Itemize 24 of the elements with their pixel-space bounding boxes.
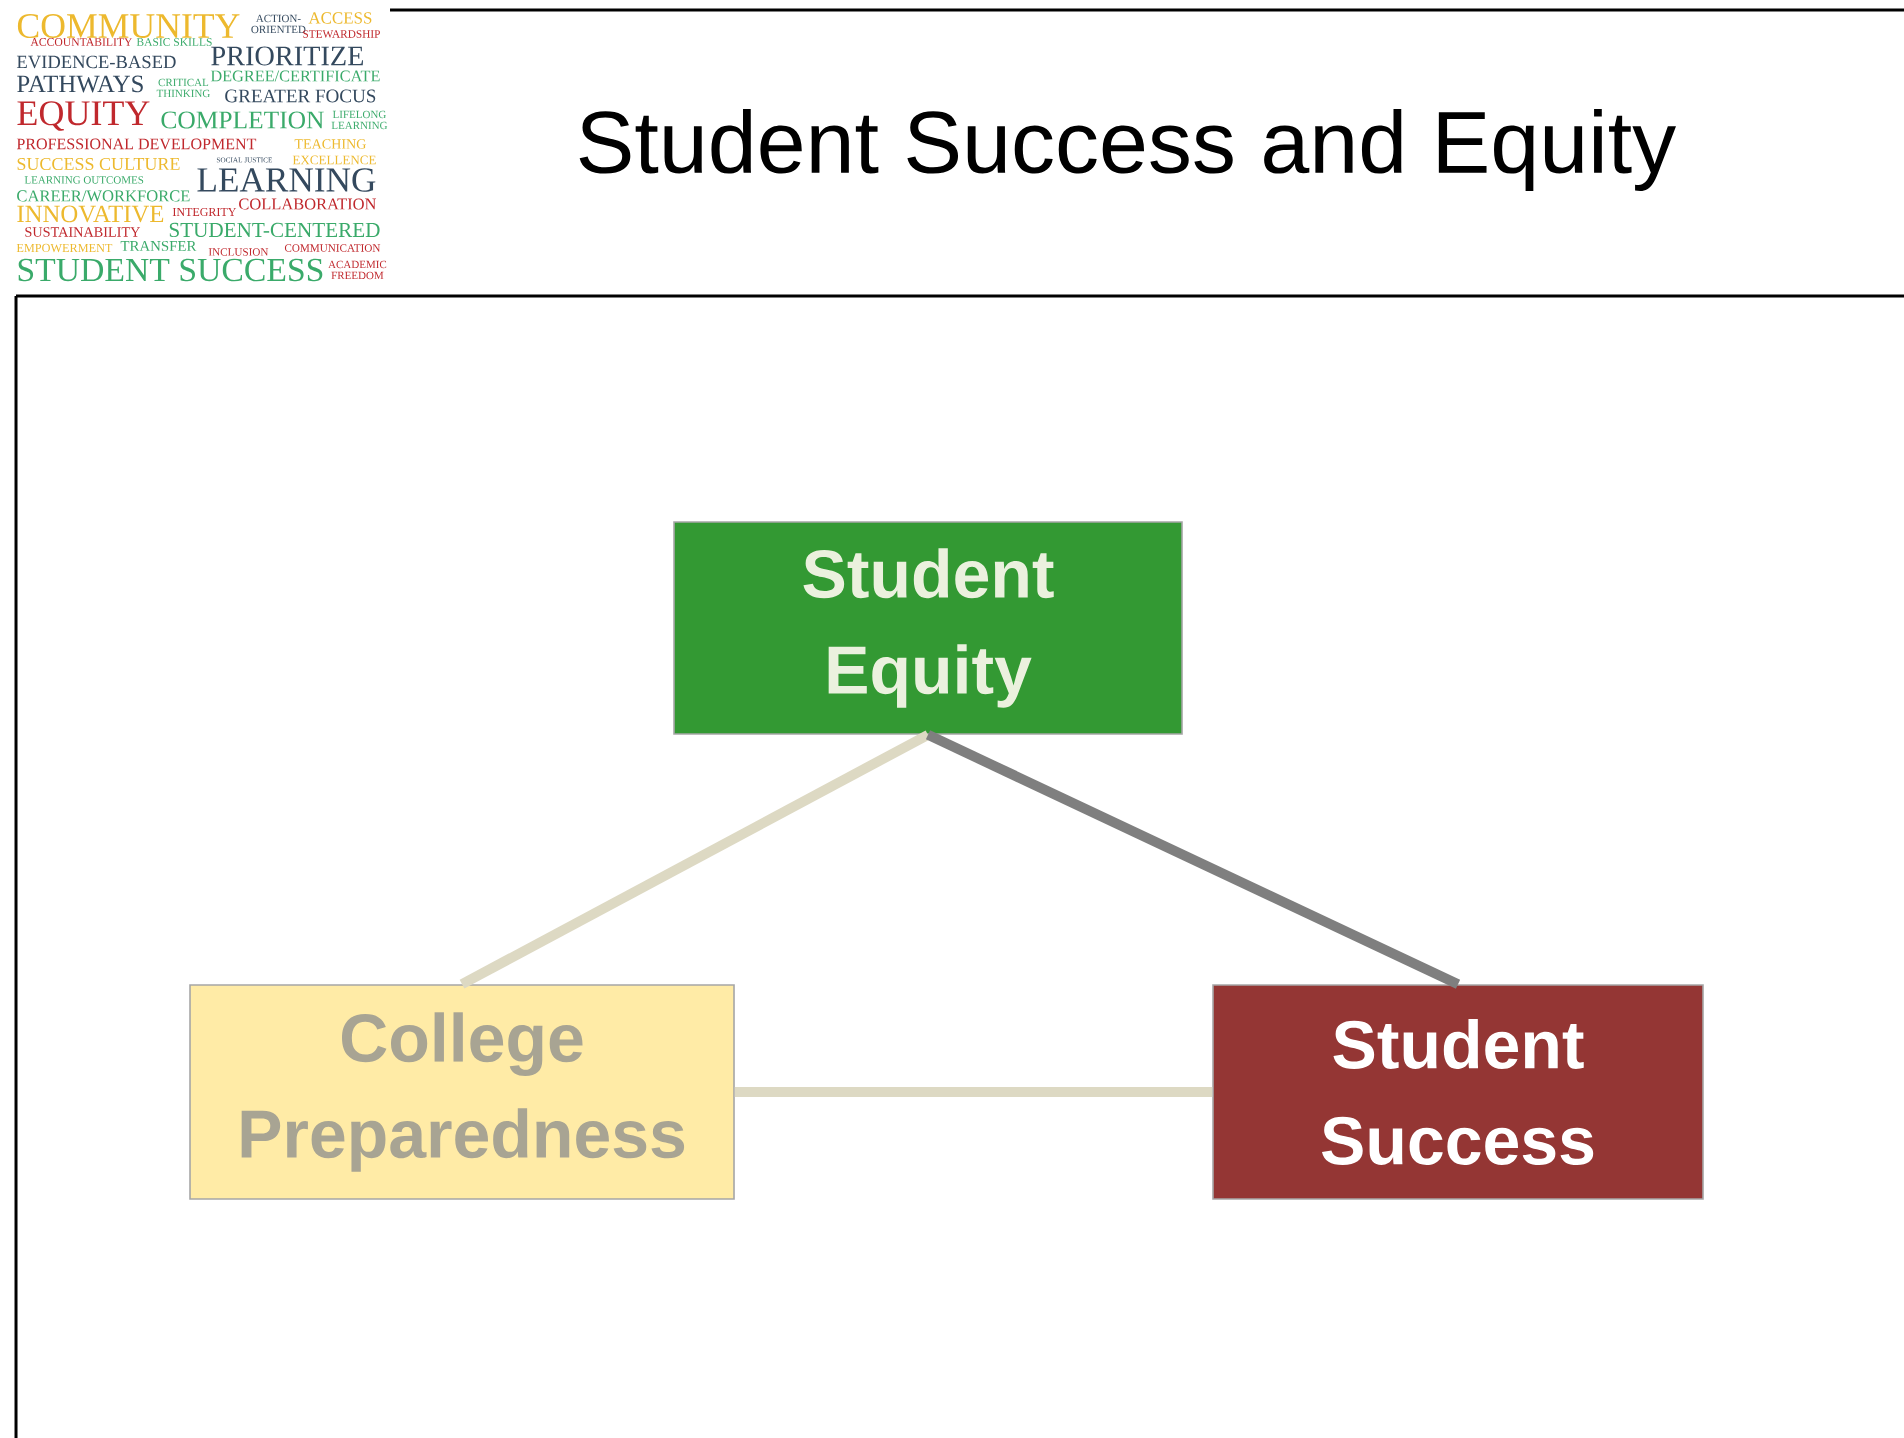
concept-box: College Preparedness bbox=[189, 984, 735, 1200]
cloud-word: GREATER FOCUS bbox=[225, 89, 376, 103]
slide-title: Student Success and Equity bbox=[579, 108, 1676, 191]
cloud-word: DEGREE/CERTIFICATE bbox=[210, 70, 380, 82]
cloud-word: EVIDENCE-BASED bbox=[16, 55, 176, 69]
cloud-word: STUDENT SUCCESS bbox=[18, 258, 323, 282]
cloud-word: PRIORITIZE bbox=[211, 46, 363, 66]
cloud-word: PATHWAYS bbox=[17, 75, 143, 93]
cloud-word: SUCCESS CULTURE bbox=[17, 157, 180, 171]
concept-box: Student Equity bbox=[673, 521, 1183, 735]
cloud-word: ACCESS bbox=[308, 12, 372, 24]
cloud-word: CAREER/WORKFORCE bbox=[17, 190, 190, 202]
cloud-word: EQUITY bbox=[17, 101, 150, 131]
cloud-word: COLLABORATION bbox=[239, 198, 377, 210]
cloud-word: COMPLETION bbox=[161, 111, 324, 129]
concept-box: Student Success bbox=[1212, 984, 1704, 1200]
cloud-word: COMMUNITY bbox=[17, 14, 240, 38]
cloud-word: INNOVATIVE bbox=[17, 205, 164, 223]
cloud-word: LEARNING bbox=[197, 168, 376, 192]
connector-line bbox=[734, 1087, 1213, 1097]
cloud-word: PROFESSIONAL DEVELOPMENT bbox=[16, 138, 257, 150]
connector-line bbox=[925, 730, 1461, 989]
cloud-word: STUDENT-CENTERED bbox=[169, 222, 380, 238]
connector-line bbox=[459, 730, 931, 989]
